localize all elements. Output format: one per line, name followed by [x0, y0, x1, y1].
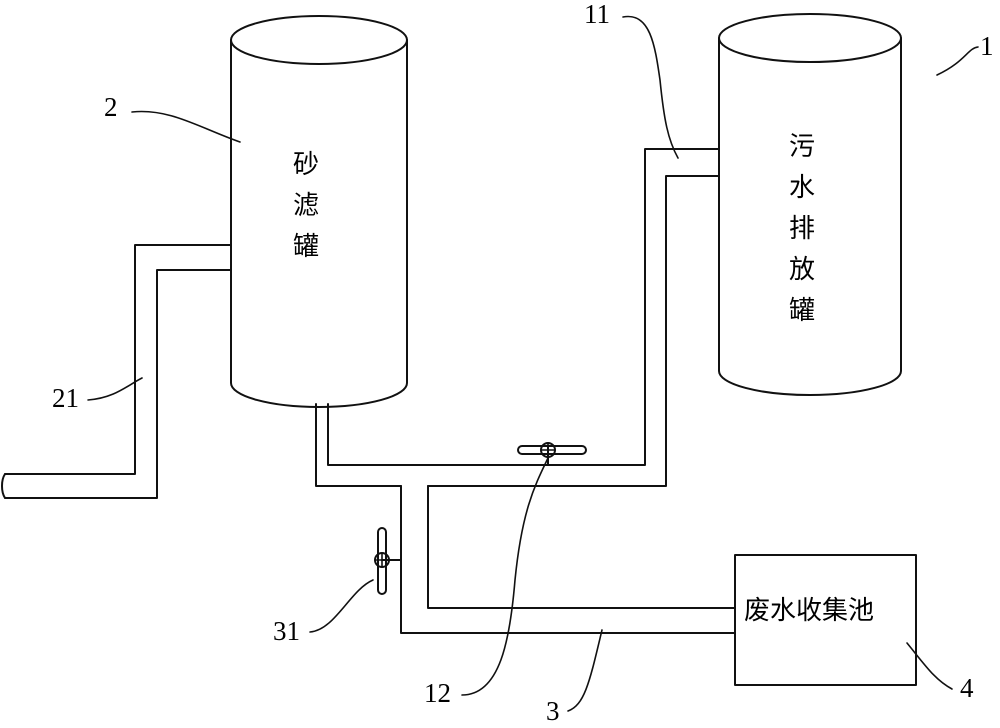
- leader-lines: [87, 15, 979, 712]
- inlet-pipe: [1, 244, 232, 499]
- ref-label-21: 21: [52, 383, 79, 413]
- ref-label-11: 11: [584, 0, 610, 29]
- wastewater-collection-pool: 废水收集池: [734, 554, 917, 686]
- ref-label-2: 2: [104, 92, 118, 122]
- sewage-tank-label-4: 放: [789, 255, 815, 285]
- sewage-tank-label-2: 水: [789, 173, 815, 203]
- collection-pool-label: 废水收集池: [744, 596, 874, 626]
- ref-label-12: 12: [424, 678, 451, 708]
- sand-filter-tank: 砂 滤 罐: [230, 15, 408, 408]
- ref-label-4: 4: [960, 673, 974, 703]
- sand-filter-label-3: 罐: [293, 232, 319, 262]
- sand-filter-label-1: 砂: [293, 150, 319, 180]
- reference-numerals: 2 1 11 21 31 12 3 4: [52, 0, 994, 726]
- connecting-pipe: [315, 148, 720, 487]
- valve-left: [374, 527, 402, 595]
- sewage-tank-label-3: 排: [789, 214, 815, 244]
- sewage-tank-label-1: 污: [789, 132, 815, 162]
- sewage-tank-label-5: 罐: [789, 296, 815, 326]
- ref-label-3: 3: [546, 696, 560, 726]
- sewage-discharge-tank: 污 水 排 放 罐: [718, 13, 902, 396]
- ref-label-31: 31: [273, 616, 300, 646]
- valve-upper: [517, 442, 587, 466]
- sand-filter-label-2: 滤: [293, 191, 319, 221]
- drain-pipe: [400, 485, 736, 634]
- ref-label-1: 1: [980, 31, 994, 61]
